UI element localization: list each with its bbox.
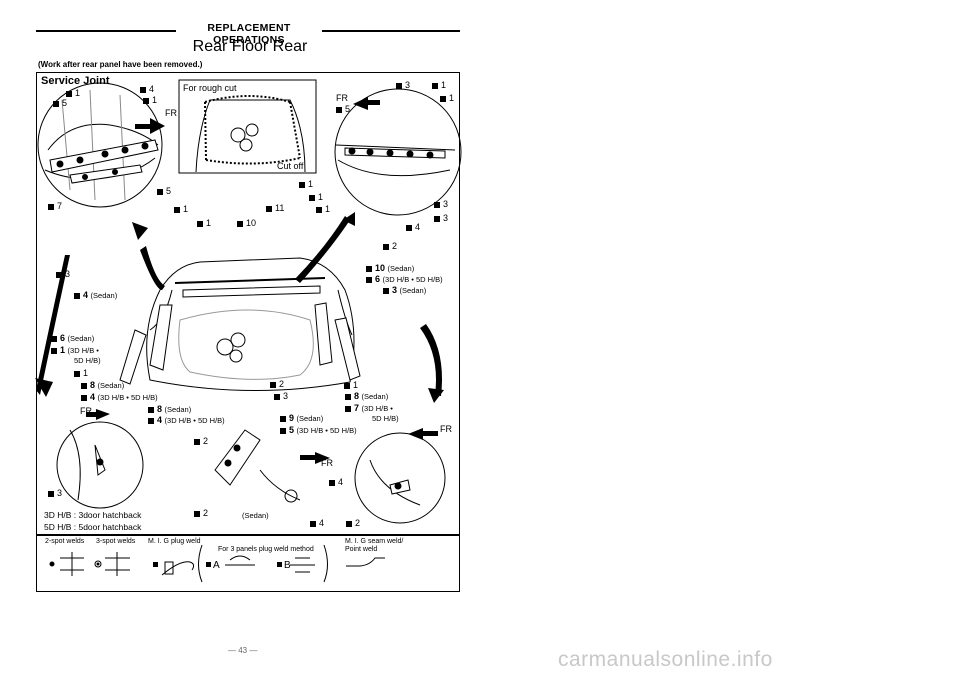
label-tl-5: 5	[53, 98, 67, 108]
label-l-8: 8 (Sedan)	[81, 380, 124, 391]
legend-plug-weld: M. I. G plug weld	[148, 538, 201, 545]
label-tr-1c: 1	[299, 179, 313, 189]
label-m-11: 11	[266, 203, 284, 213]
legend-b: B	[284, 560, 291, 571]
label-tr-3: 3	[396, 80, 410, 90]
legend-a: A	[213, 560, 220, 571]
label-tr-1: 1	[432, 80, 446, 90]
label-bc-sedan: (Sedan)	[242, 511, 269, 520]
label-bc-2: 2	[194, 436, 208, 446]
label-r-7: 7 (3D H/B •	[345, 403, 393, 414]
label-c-8: 8 (Sedan)	[148, 404, 191, 415]
diagram-frame	[36, 72, 460, 592]
header-rule-left	[36, 30, 176, 32]
label-tr-4: 4	[406, 222, 420, 232]
watermark: carmanualsonline.info	[558, 648, 773, 671]
label-m-4-sedan: 4 (Sedan)	[74, 290, 117, 301]
label-m-2: 2	[383, 241, 397, 251]
label-tl-fr: FR	[165, 108, 177, 118]
service-joint-heading: Service Joint	[41, 75, 110, 87]
label-tr-3c: 3	[434, 213, 448, 223]
page-number: — 43 —	[228, 646, 258, 655]
label-cut-off: Cut off	[277, 161, 304, 171]
label-bc-4b: 4	[310, 518, 324, 528]
label-m-3: 3	[56, 269, 70, 279]
label-tl-4: 4	[140, 84, 154, 94]
legend-divider	[36, 534, 460, 536]
legend-seam-weld: M. I. G seam weld/	[345, 538, 404, 545]
legend-three-panels: For 3 panels plug weld method	[218, 546, 314, 553]
label-m-3-sedan: 3 (Sedan)	[383, 285, 426, 296]
label-l-4: 4 (3D H/B • 5D H/B)	[81, 392, 158, 403]
label-m-10-sedan: 10 (Sedan)	[366, 263, 414, 274]
label-rough-cut: For rough cut	[183, 83, 237, 93]
legend-three-spot: 3-spot welds	[96, 538, 136, 545]
label-r-8: 8 (Sedan)	[345, 391, 388, 402]
work-note: (Work after rear panel have been removed…	[38, 60, 203, 69]
label-m-1b: 1	[197, 218, 211, 228]
detail-circle-bottom-left	[56, 421, 144, 509]
label-bc-2b: 2	[194, 508, 208, 518]
abbrev-3d: 3D H/B : 3door hatchback	[44, 510, 142, 520]
label-tl-1b: 1	[143, 95, 157, 105]
label-m-1a: 1	[174, 204, 188, 214]
label-tl-5b: 5	[157, 186, 171, 196]
abbrev-5d: 5D H/B : 5door hatchback	[44, 522, 142, 532]
header-rule-right	[322, 30, 460, 32]
label-tr-1b: 1	[440, 93, 454, 103]
label-br-2: 2	[346, 518, 360, 528]
section-title: REPLACEMENT OPERATIONS	[176, 22, 322, 46]
label-m-6: 6 (3D H/B • 5D H/B)	[366, 274, 443, 285]
label-bl-3: 3	[48, 488, 62, 498]
label-tr-1e: 1	[316, 204, 330, 214]
label-l-1-cont: 5D H/B)	[74, 356, 101, 365]
detail-circle-top-right	[334, 88, 462, 216]
label-c-5: 5 (3D H/B • 5D H/B)	[280, 425, 357, 436]
label-tr-fr: FR	[336, 93, 348, 103]
label-l-1: 1 (3D H/B •	[51, 345, 99, 356]
page-title: Rear Floor Rear	[192, 38, 308, 55]
legend-two-spot: 2-spot welds	[45, 538, 85, 545]
legend-point-weld: Point weld	[345, 546, 378, 553]
label-c-2: 2	[270, 379, 284, 389]
label-bl-fr: FR	[80, 406, 92, 416]
rough-cut-inset	[178, 79, 317, 174]
detail-circle-top-left	[37, 82, 163, 208]
label-tr-1d: 1	[309, 192, 323, 202]
detail-circle-bottom-right	[354, 432, 446, 524]
bottom-center-bracket	[214, 429, 261, 486]
label-r-1: 1	[344, 380, 358, 390]
label-c-9: 9 (Sedan)	[280, 413, 323, 424]
label-tl-7: 7	[48, 201, 62, 211]
label-tr-5: 5	[336, 104, 350, 114]
label-bc-fr: FR	[321, 458, 333, 468]
label-br-fr: FR	[440, 424, 452, 434]
label-c-4: 4 (3D H/B • 5D H/B)	[148, 415, 225, 426]
label-l-6: 6 (Sedan)	[51, 333, 94, 344]
label-r-7-cont: 5D H/B)	[372, 414, 399, 423]
label-m-10: 10	[237, 218, 256, 228]
label-c-3: 3	[274, 391, 288, 401]
label-tr-3b: 3	[434, 199, 448, 209]
label-bc-4: 4	[329, 477, 343, 487]
label-l-1b: 1	[74, 368, 88, 378]
rear-floor-outline	[146, 257, 355, 392]
label-tl-1: 1	[66, 88, 80, 98]
